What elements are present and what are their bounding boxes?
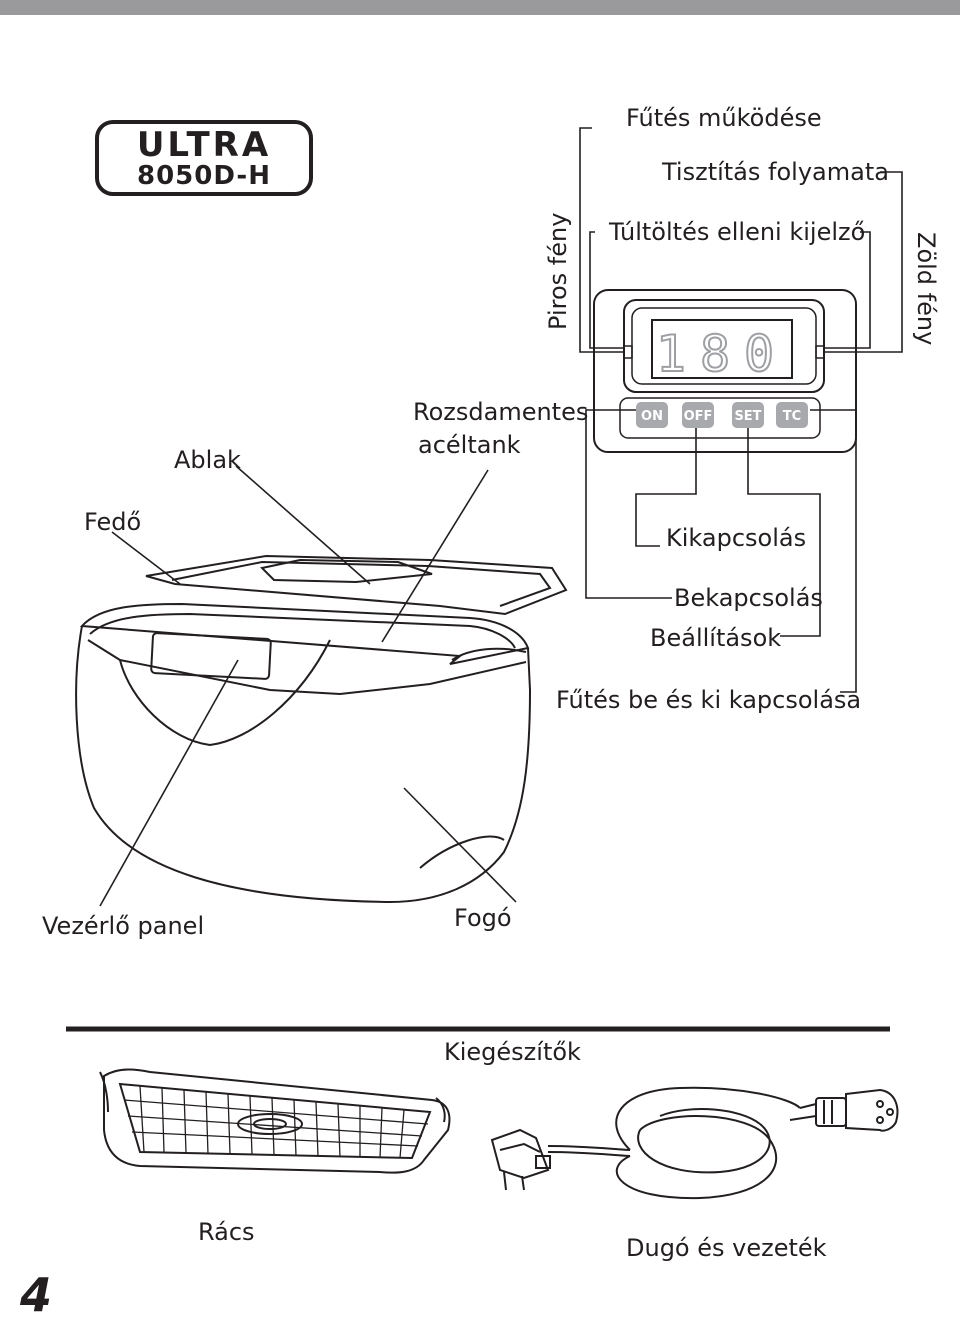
off-button[interactable]	[682, 402, 714, 428]
control-panel-zoom	[593, 289, 857, 453]
red-led	[623, 345, 633, 359]
leader-lines-top	[579, 127, 903, 693]
brand-logo: ULTRA 8050D-H	[95, 120, 313, 196]
on-button-label: ON	[641, 409, 663, 424]
label-accessories: Kiegészítők	[444, 1038, 581, 1066]
label-handle: Fogó	[454, 904, 512, 932]
cleaner-body	[75, 465, 568, 907]
label-grid: Rács	[198, 1218, 255, 1246]
label-switch-on: Bekapcsolás	[674, 584, 823, 612]
label-steel-tank-line1: Rozsdamentes	[413, 398, 589, 426]
lcd-display	[651, 319, 793, 379]
set-button[interactable]	[732, 402, 764, 428]
label-lid: Fedő	[84, 508, 142, 536]
label-steel-tank-line2: acéltank	[418, 431, 521, 459]
on-button[interactable]	[636, 402, 668, 428]
top-bar	[0, 0, 960, 15]
label-green-light: Zöld fény	[912, 232, 940, 346]
off-button-label: OFF	[684, 409, 713, 424]
tc-button[interactable]	[776, 402, 808, 428]
logo-line-2: 8050D-H	[137, 161, 271, 191]
plug-cord-drawing	[490, 1086, 899, 1200]
label-red-light: Piros fény	[544, 212, 572, 330]
label-cleaning-process: Tisztítás folyamata	[662, 158, 889, 186]
label-overload-indicator: Túltöltés elleni kijelző	[609, 218, 866, 246]
label-window: Ablak	[174, 446, 241, 474]
label-switch-off: Kikapcsolás	[666, 524, 807, 552]
basket-drawing	[99, 1068, 451, 1174]
set-button-label: SET	[734, 409, 761, 424]
label-settings: Beállítások	[650, 624, 782, 652]
page-number: 4	[20, 1268, 53, 1322]
green-led	[815, 345, 825, 359]
front-panel-keys	[150, 632, 272, 680]
logo-line-1: ULTRA	[136, 125, 272, 165]
tc-button-label: TC	[783, 409, 801, 424]
label-plug-and-cord: Dugó és vezeték	[626, 1234, 827, 1262]
label-control-panel: Vezérlő panel	[42, 912, 205, 940]
label-heating-operation: Fűtés működése	[626, 104, 822, 132]
panel-buttons: ON OFF SET TC	[636, 402, 808, 428]
label-heating-toggle: Fűtés be és ki kapcsolása	[556, 686, 862, 714]
lcd-reading: 180	[656, 325, 788, 383]
